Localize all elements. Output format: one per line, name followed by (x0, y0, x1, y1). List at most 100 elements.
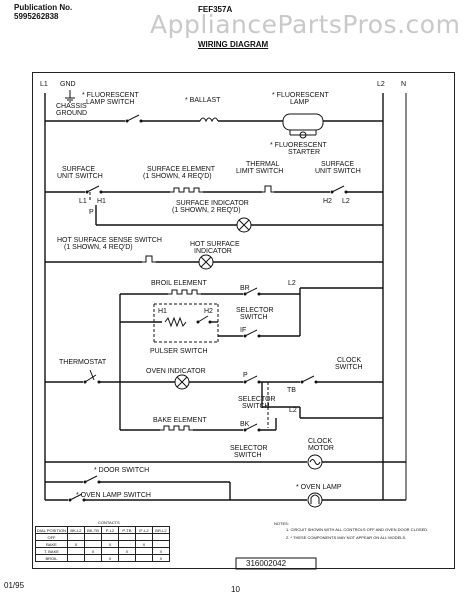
hot-surface-indicator-icon (198, 254, 214, 270)
label-door-switch: * DOOR SWITCH (94, 467, 149, 474)
label-pulser-switch: PULSER SWITCH (150, 348, 208, 355)
label-thermal-limit-switch-2: LIMIT SWITCH (236, 168, 283, 175)
table-row: BROIL X X (35, 554, 170, 562)
table-cell (83, 533, 102, 541)
label-hot-surface-sense-switch-1: HOT SURFACE SENSE SWITCH (57, 237, 162, 244)
label-sw-l2: L2 (342, 198, 350, 205)
label-selector-switch-2b: SWITCH (242, 403, 270, 410)
label-thermal-limit-switch-1: THERMAL (246, 161, 280, 168)
table-cell: X (100, 554, 119, 562)
label-sw-l1: L1 (79, 198, 87, 205)
label-selector-switch-3b: SWITCH (234, 452, 262, 459)
table-header-row: DIAL POSITION BK-L2 BK-TB P-L2 P-TB IF-L… (35, 526, 170, 534)
table-header-if-l2: IF-L2 (134, 526, 153, 534)
label-surface-unit-switch-right-2: UNIT SWITCH (315, 168, 361, 175)
table-cell (66, 547, 85, 555)
label-pulser-h2: H2 (204, 308, 213, 315)
label-surface-indicator-2: (1 SHOWN, 2 REQ'D) (172, 207, 241, 214)
table-cell: X (151, 547, 170, 555)
label-surface-unit-switch-left-1: SURFACE (62, 166, 95, 173)
label-l2-lower: L2 (289, 407, 297, 414)
label-broil-element: BROIL ELEMENT (151, 280, 207, 287)
table-cell (66, 533, 85, 541)
label-fluorescent-lamp-switch-1: * FLUORESCENT (82, 92, 140, 99)
label-bake-element: BAKE ELEMENT (153, 417, 207, 424)
table-header-bk-tb: BK-TB (83, 526, 102, 534)
label-selector-switch-3a: SELECTOR (230, 445, 268, 452)
label-oven-lamp-switch: * OVEN LAMP SWITCH (76, 492, 151, 499)
table-cell: X (83, 547, 102, 555)
contacts-heading: CONTACTS (98, 520, 120, 525)
label-surface-unit-switch-left-2: UNIT SWITCH (57, 173, 103, 180)
hot-surface-sense-switch-icon (142, 255, 156, 263)
terminal-l2: L2 (377, 81, 385, 88)
page-title: WIRING DIAGRAM (198, 40, 269, 49)
broil-element-icon (168, 289, 201, 295)
door-switch-icon (83, 475, 101, 484)
surface-unit-switch-right-icon (330, 185, 348, 194)
table-cell (151, 533, 170, 541)
label-fluorescent-lamp-1: * FLUORESCENT (272, 92, 330, 99)
table-header-p-tb: P-TB (117, 526, 136, 534)
table-cell (117, 533, 136, 541)
note-2: 2. * THESE COMPONENTS MAY NOT APPEAR ON … (286, 535, 407, 540)
label-selector-switch-2a: SELECTOR (238, 396, 276, 403)
table-cell (151, 540, 170, 548)
label-pulser-h1: H1 (158, 308, 167, 315)
part-number: 316002042 (246, 559, 287, 568)
label-p: P (243, 372, 248, 379)
terminal-n: N (401, 81, 406, 88)
label-oven-indicator: OVEN INDICATOR (146, 368, 206, 375)
label-hot-surface-indicator-1: HOT SURFACE (190, 241, 240, 248)
label-tb: TB (287, 387, 296, 394)
label-if: IF (240, 327, 246, 334)
label-clock-motor-1: CLOCK (308, 438, 332, 445)
label-hot-surface-sense-switch-2: (1 SHOWN, 4 REQ'D) (64, 244, 133, 251)
surface-unit-switch-left-icon (85, 185, 103, 194)
label-oven-lamp: * OVEN LAMP (296, 484, 342, 491)
label-ballast: * BALLAST (185, 97, 221, 104)
publication-number: 5995262838 (14, 12, 59, 21)
note-1: 1. CIRCUIT SHOWN WITH ALL CONTROLS OFF A… (286, 527, 429, 532)
surface-indicator-icon (236, 217, 252, 233)
table-row: BAKE X X X (35, 540, 170, 548)
table-cell (134, 533, 153, 541)
label-surface-element-2: (1 SHOWN, 4 REQ'D) (143, 173, 212, 180)
watermark: AppliancePartsPros.com (150, 10, 461, 39)
clock-motor-icon (307, 454, 323, 470)
table-cell: X (100, 540, 119, 548)
table-cell: X (117, 547, 136, 555)
table-cell (83, 554, 102, 562)
ballast-icon (199, 117, 219, 123)
table-header-p-l2: P-L2 (100, 526, 119, 534)
label-bk: BK (240, 421, 250, 428)
label-sw-p: P (89, 209, 94, 216)
label-selector-switch-1a: SELECTOR (236, 307, 274, 314)
table-header-dial: DIAL POSITION (35, 526, 68, 534)
table-header-br-l2: BR-L2 (151, 526, 170, 534)
model-number: FEF357A (198, 5, 233, 14)
thermal-limit-switch-icon (262, 185, 274, 193)
label-chassis-ground-1: CHASSIS (56, 103, 87, 110)
oven-lamp-icon (307, 492, 323, 508)
table-cell: X (151, 554, 170, 562)
ground-icon (65, 90, 75, 103)
surface-element-icon (170, 187, 203, 193)
table-row: OFF (35, 533, 170, 541)
fluorescent-lamp-icon (282, 113, 324, 135)
label-fluorescent-starter-2: STARTER (288, 149, 320, 156)
table-header-bk-l2: BK-L2 (66, 526, 85, 534)
thermostat-icon (83, 369, 101, 384)
table-cell (117, 554, 136, 562)
contacts-table: DIAL POSITION BK-L2 BK-TB P-L2 P-TB IF-L… (35, 526, 170, 562)
table-cell (117, 540, 136, 548)
notes-title: NOTES: (274, 521, 289, 526)
table-cell: OFF (35, 533, 68, 541)
label-sw-h1: H1 (97, 198, 106, 205)
table-cell (100, 533, 119, 541)
pulser-switch-heater-icon (164, 315, 212, 328)
publication-label: Publication No. (14, 3, 73, 12)
label-fluorescent-lamp-switch-2: LAMP SWITCH (86, 99, 135, 106)
label-hot-surface-indicator-2: INDICATOR (194, 248, 232, 255)
